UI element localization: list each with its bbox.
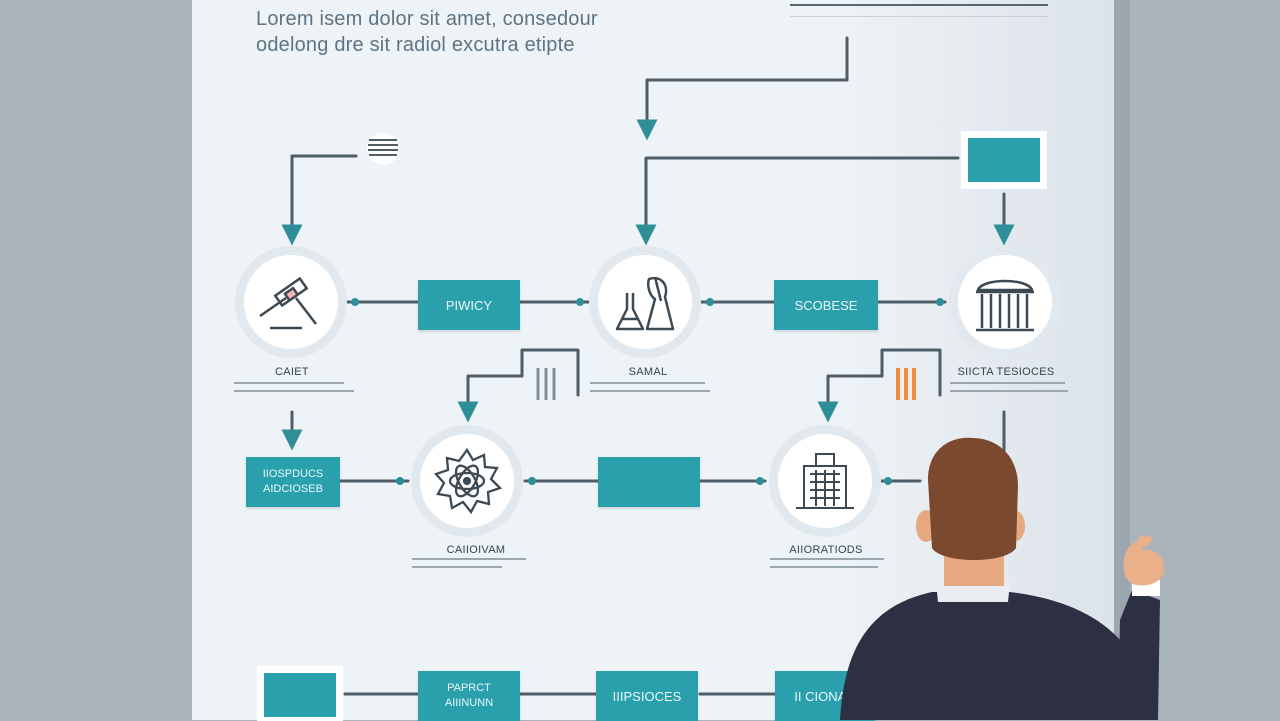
node-desc-caiioivam	[412, 552, 542, 578]
poster-edge	[1114, 0, 1130, 720]
node-label-samal: SAMAL	[628, 366, 668, 378]
box-iiospducs-line-2: AIDCIOSEB	[263, 483, 323, 495]
header-rule	[790, 0, 1048, 6]
presenter-hand	[1123, 534, 1165, 586]
box-scobese: SCOBESE	[774, 280, 878, 330]
node-desc-aiioratiods	[770, 552, 900, 578]
box-blank-middle	[598, 457, 700, 507]
gavel-icon	[259, 276, 317, 330]
headline: Lorem isem dolor sit amet, consedour ode…	[256, 6, 676, 58]
node-desc-caiet	[234, 376, 364, 402]
list-lines-icon	[367, 133, 399, 165]
node-gear	[420, 434, 514, 528]
header-rule-thin	[790, 16, 1048, 17]
box-piwicy: PIWICY	[418, 280, 520, 330]
box-paprct-line-2: AIIINUNN	[444, 697, 494, 709]
box-paprct: PAPRCT AIIINUNN	[418, 671, 520, 721]
box-iiospducs-line-1: IIOSPDUCS	[262, 468, 324, 480]
bar-lines-icon	[536, 368, 556, 400]
lab-flask-icon	[615, 276, 675, 331]
box-paprct-line-1: PAPRCT	[447, 682, 491, 694]
headline-line-2: odelong dre sit radiol excutra etipte	[256, 34, 575, 56]
box-iiipsioces: IIIPSIOCES	[596, 671, 698, 721]
node-building	[778, 434, 872, 528]
orange-bars-icon	[896, 368, 916, 400]
pillars-icon	[976, 279, 1034, 332]
node-pillars	[958, 255, 1052, 349]
box-iiospducs: IIOSPDUCS AIDCIOSEB	[246, 457, 340, 507]
top-right-box	[968, 138, 1040, 182]
node-lab	[598, 255, 692, 349]
headline-line-1: Lorem isem dolor sit amet, consedour	[256, 8, 598, 30]
node-label-caiioivam: CAIIOIVAM	[446, 544, 506, 556]
node-desc-samal	[590, 376, 720, 402]
presenter-torso	[840, 592, 1150, 720]
box-bottom-left	[264, 673, 336, 717]
presenter-head	[928, 437, 1018, 560]
node-label-aiioratiods: AIIORATIODS	[789, 544, 863, 556]
node-gavel	[244, 255, 338, 349]
gear-atom-icon	[433, 447, 503, 515]
node-label-sicta: SIICTA TESIOCES	[957, 366, 1055, 378]
presenter-figure	[840, 437, 1165, 720]
node-desc-sicta	[950, 376, 1080, 402]
node-label-caiet: CAIET	[275, 366, 309, 378]
building-icon	[796, 453, 854, 509]
